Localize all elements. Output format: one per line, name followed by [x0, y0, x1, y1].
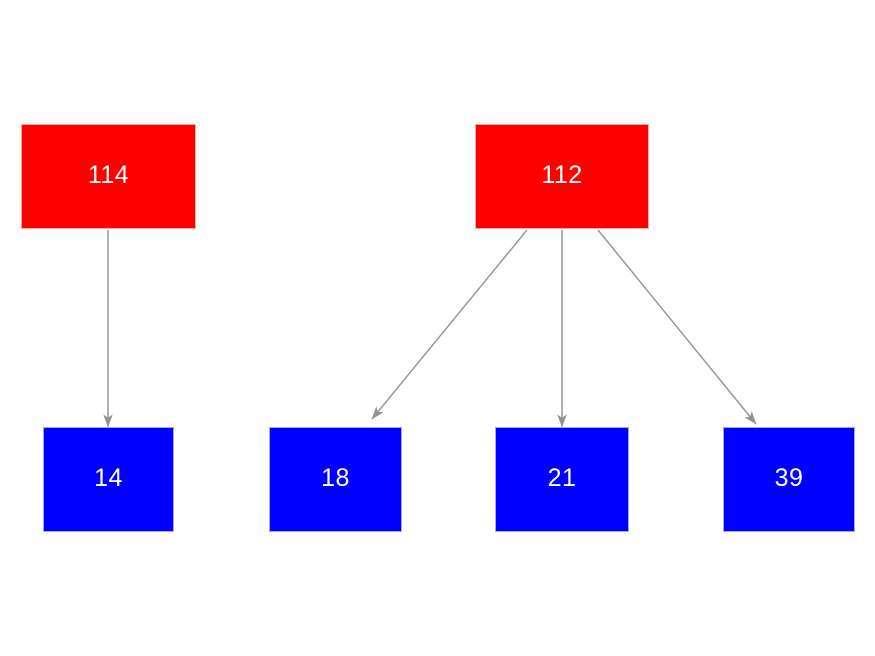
edge-group	[103, 229, 757, 428]
node-114[interactable]: 114	[21, 124, 196, 229]
edge-112-39	[597, 229, 757, 425]
node-label: 21	[547, 464, 577, 492]
node-112[interactable]: 112	[475, 124, 649, 229]
node-label: 14	[94, 464, 123, 492]
node-14[interactable]: 14	[43, 427, 174, 532]
node-label: 18	[321, 464, 350, 492]
node-label: 39	[774, 464, 804, 492]
node-39[interactable]: 39	[723, 427, 855, 532]
edge-112-18	[371, 229, 528, 420]
node-21[interactable]: 21	[495, 427, 629, 532]
node-label: 112	[541, 161, 583, 189]
node-label: 114	[87, 161, 130, 189]
node-18[interactable]: 18	[269, 427, 402, 532]
